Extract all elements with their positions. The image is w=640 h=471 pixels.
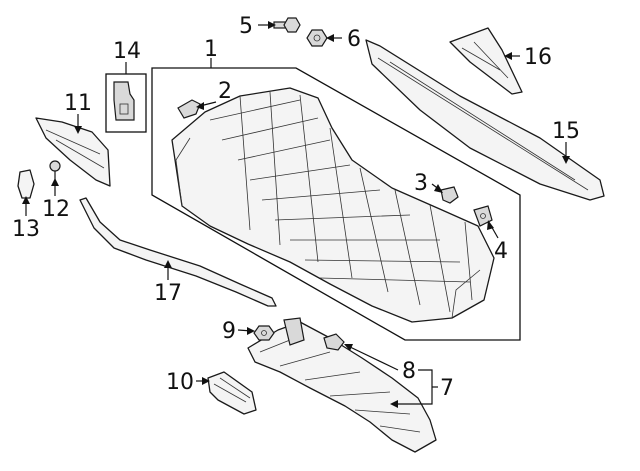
callout-16: 16	[524, 45, 552, 70]
callout-17: 17	[154, 281, 182, 306]
leader-lines	[22, 21, 570, 408]
nut-part-9	[253, 325, 275, 341]
center-console-part	[171, 87, 495, 323]
callout-15: 15	[552, 119, 580, 144]
callout-9: 9	[222, 319, 236, 344]
callout-3: 3	[414, 171, 428, 196]
callout-14: 14	[113, 39, 141, 64]
callout-1: 1	[204, 37, 218, 62]
clip-part-14	[105, 73, 147, 133]
callout-12: 12	[42, 197, 70, 222]
lower-bracket-part-7	[247, 317, 437, 453]
callout-4: 4	[494, 239, 508, 264]
callout-5: 5	[239, 14, 253, 39]
callout-6: 6	[347, 27, 361, 52]
trim-part-15	[365, 39, 605, 201]
nut-part-6	[306, 29, 328, 47]
seal-strip-part-17	[79, 197, 277, 307]
clip-part-2	[177, 99, 201, 119]
callout-10: 10	[166, 370, 194, 395]
console-assembly-frame	[151, 67, 521, 341]
callout-13: 13	[12, 217, 40, 242]
bolt-part-5	[273, 17, 301, 33]
cap-part-13	[17, 169, 35, 199]
bracket-part-16	[449, 27, 523, 95]
screw-part-12	[49, 160, 61, 180]
clip-part-8	[323, 333, 345, 351]
callout-8: 8	[402, 359, 416, 384]
callout-7: 7	[440, 376, 454, 401]
bracket-part-10	[207, 371, 257, 415]
nut-part-4	[473, 205, 493, 227]
side-panel-part-11	[35, 117, 111, 187]
callout-2: 2	[218, 79, 232, 104]
clip-part-3	[440, 186, 459, 204]
callout-11: 11	[64, 91, 92, 116]
